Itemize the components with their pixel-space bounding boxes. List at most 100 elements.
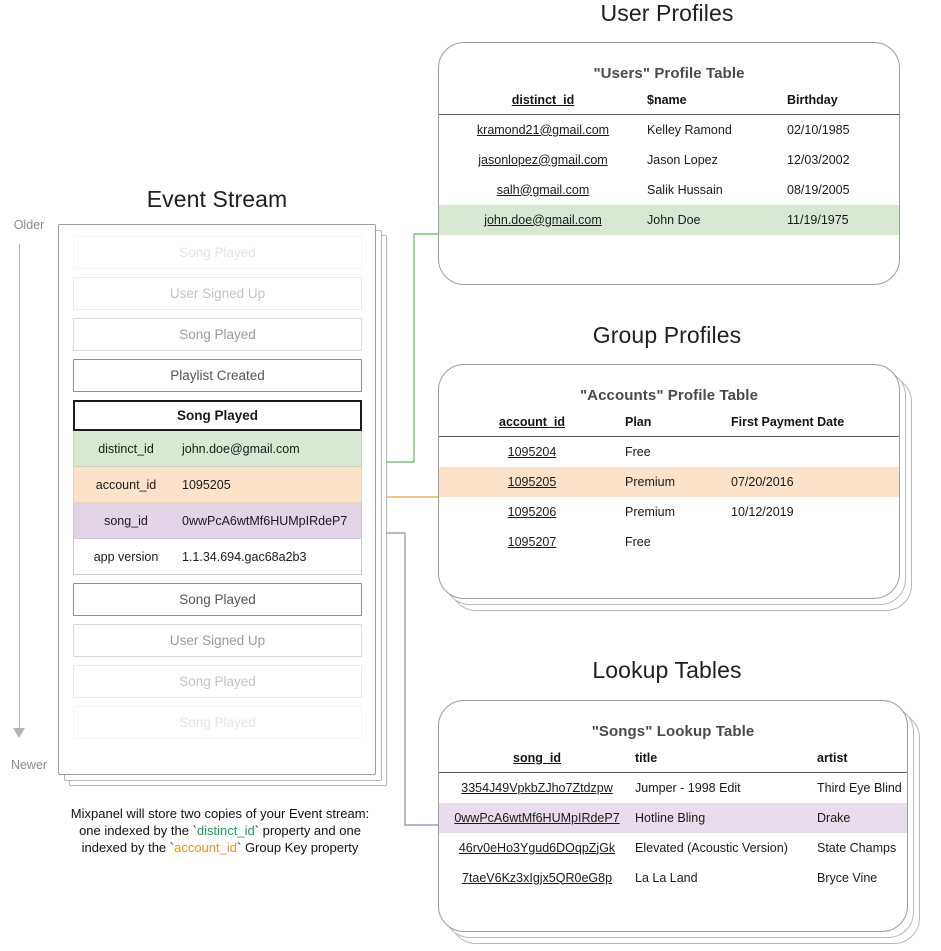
event-property-account-id[interactable]: account_id 1095205 [73, 467, 362, 503]
event-row-label: Song Played [179, 674, 256, 689]
songs-table-header-row: song_id title artist [439, 751, 907, 773]
accounts-table-title: "Accounts" Profile Table [579, 387, 759, 404]
songs-cell-2-2: State Champs [817, 840, 897, 855]
caption-account-id: account_id [174, 840, 237, 855]
caption-line3-b: ` Group Key property [237, 840, 359, 855]
event-property-key: app version [93, 549, 159, 564]
event-row-below-1[interactable]: User Signed Up [73, 624, 362, 657]
event-property-distinct-id[interactable]: distinct_id john.doe@gmail.com [73, 431, 362, 467]
lookup-tables-panel: "Songs" Lookup Table song_id title artist … [438, 700, 928, 950]
songs-cell-1-1: Hotline Bling [635, 802, 817, 833]
table-row[interactable]: 46rv0eHo3Ygud6DOqpZjGk Elevated (Acoustic… [439, 833, 907, 863]
accounts-cell-1-1: Premium [625, 466, 731, 497]
user-profiles-title: User Profiles [600, 0, 734, 26]
event-row-below-3[interactable]: Song Played [73, 706, 362, 739]
users-cell-0-1: Kelley Ramond [647, 122, 732, 137]
songs-cell-0-2: Third Eye Blind [817, 780, 902, 795]
lookup-tables-title: Lookup Tables [592, 657, 742, 683]
event-row-label: Song Played [179, 592, 256, 607]
users-cell-2-0: salh@gmail.com [496, 182, 590, 197]
event-property-key: account_id [95, 477, 157, 492]
table-row[interactable]: jasonlopez@gmail.com Jason Lopez 12/03/200… [439, 145, 899, 175]
accounts-cell-0-2 [731, 437, 899, 467]
caption-line2-b: ` property and one [254, 823, 361, 838]
songs-cell-3-1: La La Land [635, 870, 698, 885]
songs-col-2: artist [817, 751, 848, 765]
users-table: distinct_id $name Birthday kramond21@gmail… [439, 93, 899, 235]
event-property-value: john.doe@gmail.com [182, 441, 300, 456]
songs-col-0: song_id [513, 751, 561, 765]
users-col-1: $name [647, 93, 687, 107]
users-cell-2-1: Salik Hussain [647, 182, 723, 197]
expanded-event-properties: distinct_id john.doe@gmail.com account_id 1… [73, 431, 362, 575]
caption-line2-a: one indexed by the ` [79, 823, 197, 838]
songs-table: song_id title artist 3354J49VpkbZJho7Ztdzp… [439, 751, 907, 893]
event-row-above-3[interactable]: Playlist Created [73, 359, 362, 392]
caption-line1: Mixpanel will store two copies of your E… [70, 806, 370, 821]
event-row-label: Song Played [179, 327, 256, 342]
songs-col-1: title [635, 751, 658, 765]
accounts-cell-2-2: 10/12/2019 [731, 504, 794, 519]
table-row[interactable]: kramond21@gmail.com Kelley Ramond 02/10/19… [439, 115, 899, 145]
users-col-0: distinct_id [511, 93, 575, 107]
accounts-col-2: First Payment Date [731, 415, 845, 429]
users-cell-3-0: john.doe@gmail.com [439, 204, 647, 235]
event-property-key: distinct_id [98, 441, 154, 456]
songs-cell-2-0: 46rv0eHo3Ygud6DOqpZjGk [458, 840, 616, 855]
songs-cell-1-2: Drake [817, 802, 907, 833]
songs-table-title: "Songs" Lookup Table [591, 723, 755, 740]
event-property-value: 1095205 [182, 477, 231, 492]
timeline-line [19, 244, 20, 734]
event-row-below-0[interactable]: Song Played [73, 583, 362, 616]
caption-line3-a: indexed by the ` [81, 840, 175, 855]
accounts-cell-3-0: 1095207 [507, 534, 557, 549]
users-cell-2-2: 08/19/2005 [787, 182, 850, 197]
users-table-body: kramond21@gmail.com Kelley Ramond 02/10/19… [439, 115, 899, 235]
event-stream-title: Event Stream [146, 186, 288, 212]
event-row-above-1[interactable]: User Signed Up [73, 277, 362, 310]
users-table-header-row: distinct_id $name Birthday [439, 93, 899, 115]
songs-cell-0-0: 3354J49VpkbZJho7Ztdzpw [461, 780, 613, 795]
users-cell-0-0: kramond21@gmail.com [476, 122, 610, 137]
event-row-label: User Signed Up [169, 286, 266, 301]
accounts-cell-1-0: 1095205 [439, 466, 625, 497]
event-row-above-2[interactable]: Song Played [73, 318, 362, 351]
accounts-col-1: Plan [625, 415, 652, 429]
accounts-col-0: account_id [499, 415, 565, 429]
songs-cell-2-1: Elevated (Acoustic Version) [635, 840, 788, 855]
stream-caption: Mixpanel will store two copies of your E… [40, 805, 400, 856]
event-row-below-2[interactable]: Song Played [73, 665, 362, 698]
table-row[interactable]: salh@gmail.com Salik Hussain 08/19/2005 [439, 175, 899, 205]
accounts-cell-0-1: Free [625, 444, 651, 459]
users-cell-1-1: Jason Lopez [647, 152, 718, 167]
users-cell-0-2: 02/10/1985 [787, 122, 850, 137]
users-table-card: "Users" Profile Table distinct_id $name Bi… [438, 42, 900, 285]
songs-cell-3-0: 7taeV6Kz3xIgjx5QR0eG8p [461, 870, 613, 885]
users-cell-1-0: jasonlopez@gmail.com [478, 152, 608, 167]
event-row-above-0[interactable]: Song Played [73, 236, 362, 269]
users-cell-1-2: 12/03/2002 [787, 152, 850, 167]
users-col-2: Birthday [787, 93, 838, 107]
event-row-label: User Signed Up [169, 633, 266, 648]
users-cell-3-1: John Doe [647, 204, 787, 235]
timeline-arrow-icon [13, 728, 25, 738]
users-table-title: "Users" Profile Table [593, 65, 745, 82]
caption-distinct-id: distinct_id [196, 823, 255, 838]
